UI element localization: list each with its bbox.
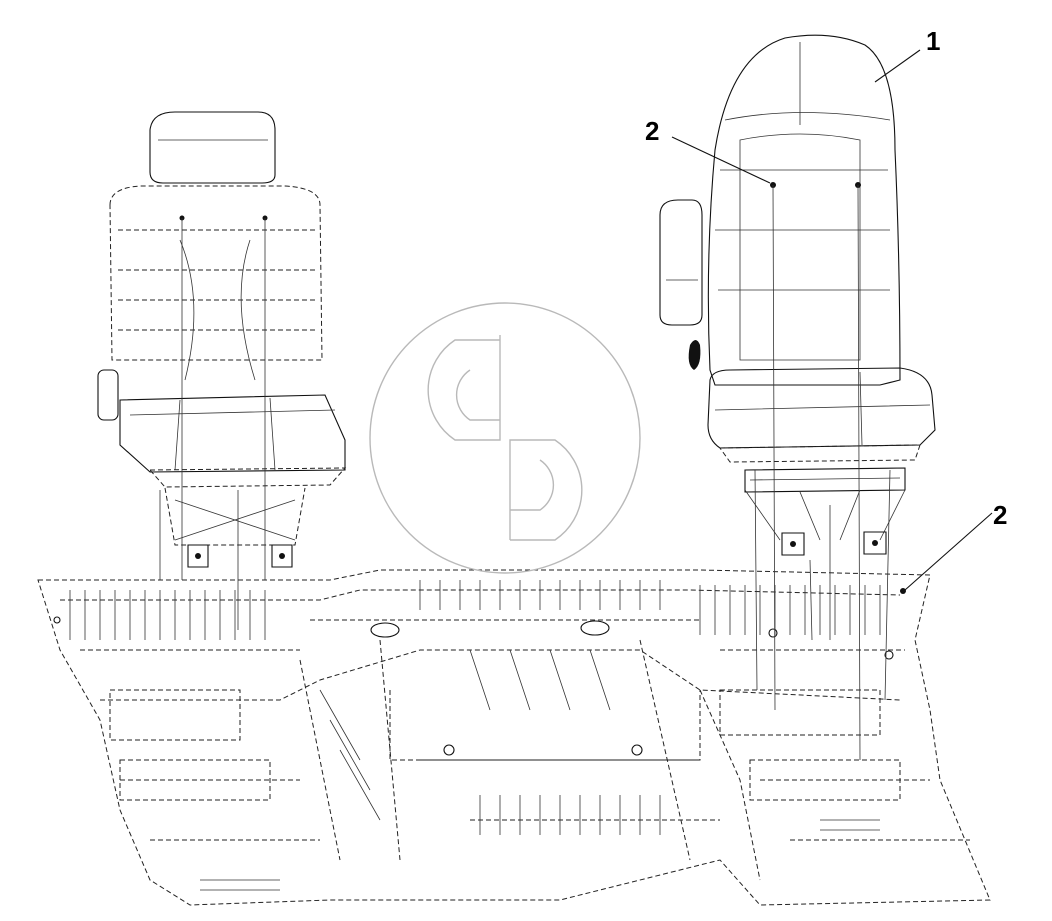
left-passenger-seat [97, 111, 347, 630]
right-driver-seat [659, 34, 936, 761]
floor-pan [37, 569, 991, 906]
callout-item-2-upper: 2 [645, 116, 660, 146]
cp-logo-watermark-icon [369, 302, 641, 574]
leader-lines [671, 49, 993, 591]
callout-item-2-lower: 2 [993, 500, 1008, 530]
callout-item-1: 1 [926, 26, 941, 56]
